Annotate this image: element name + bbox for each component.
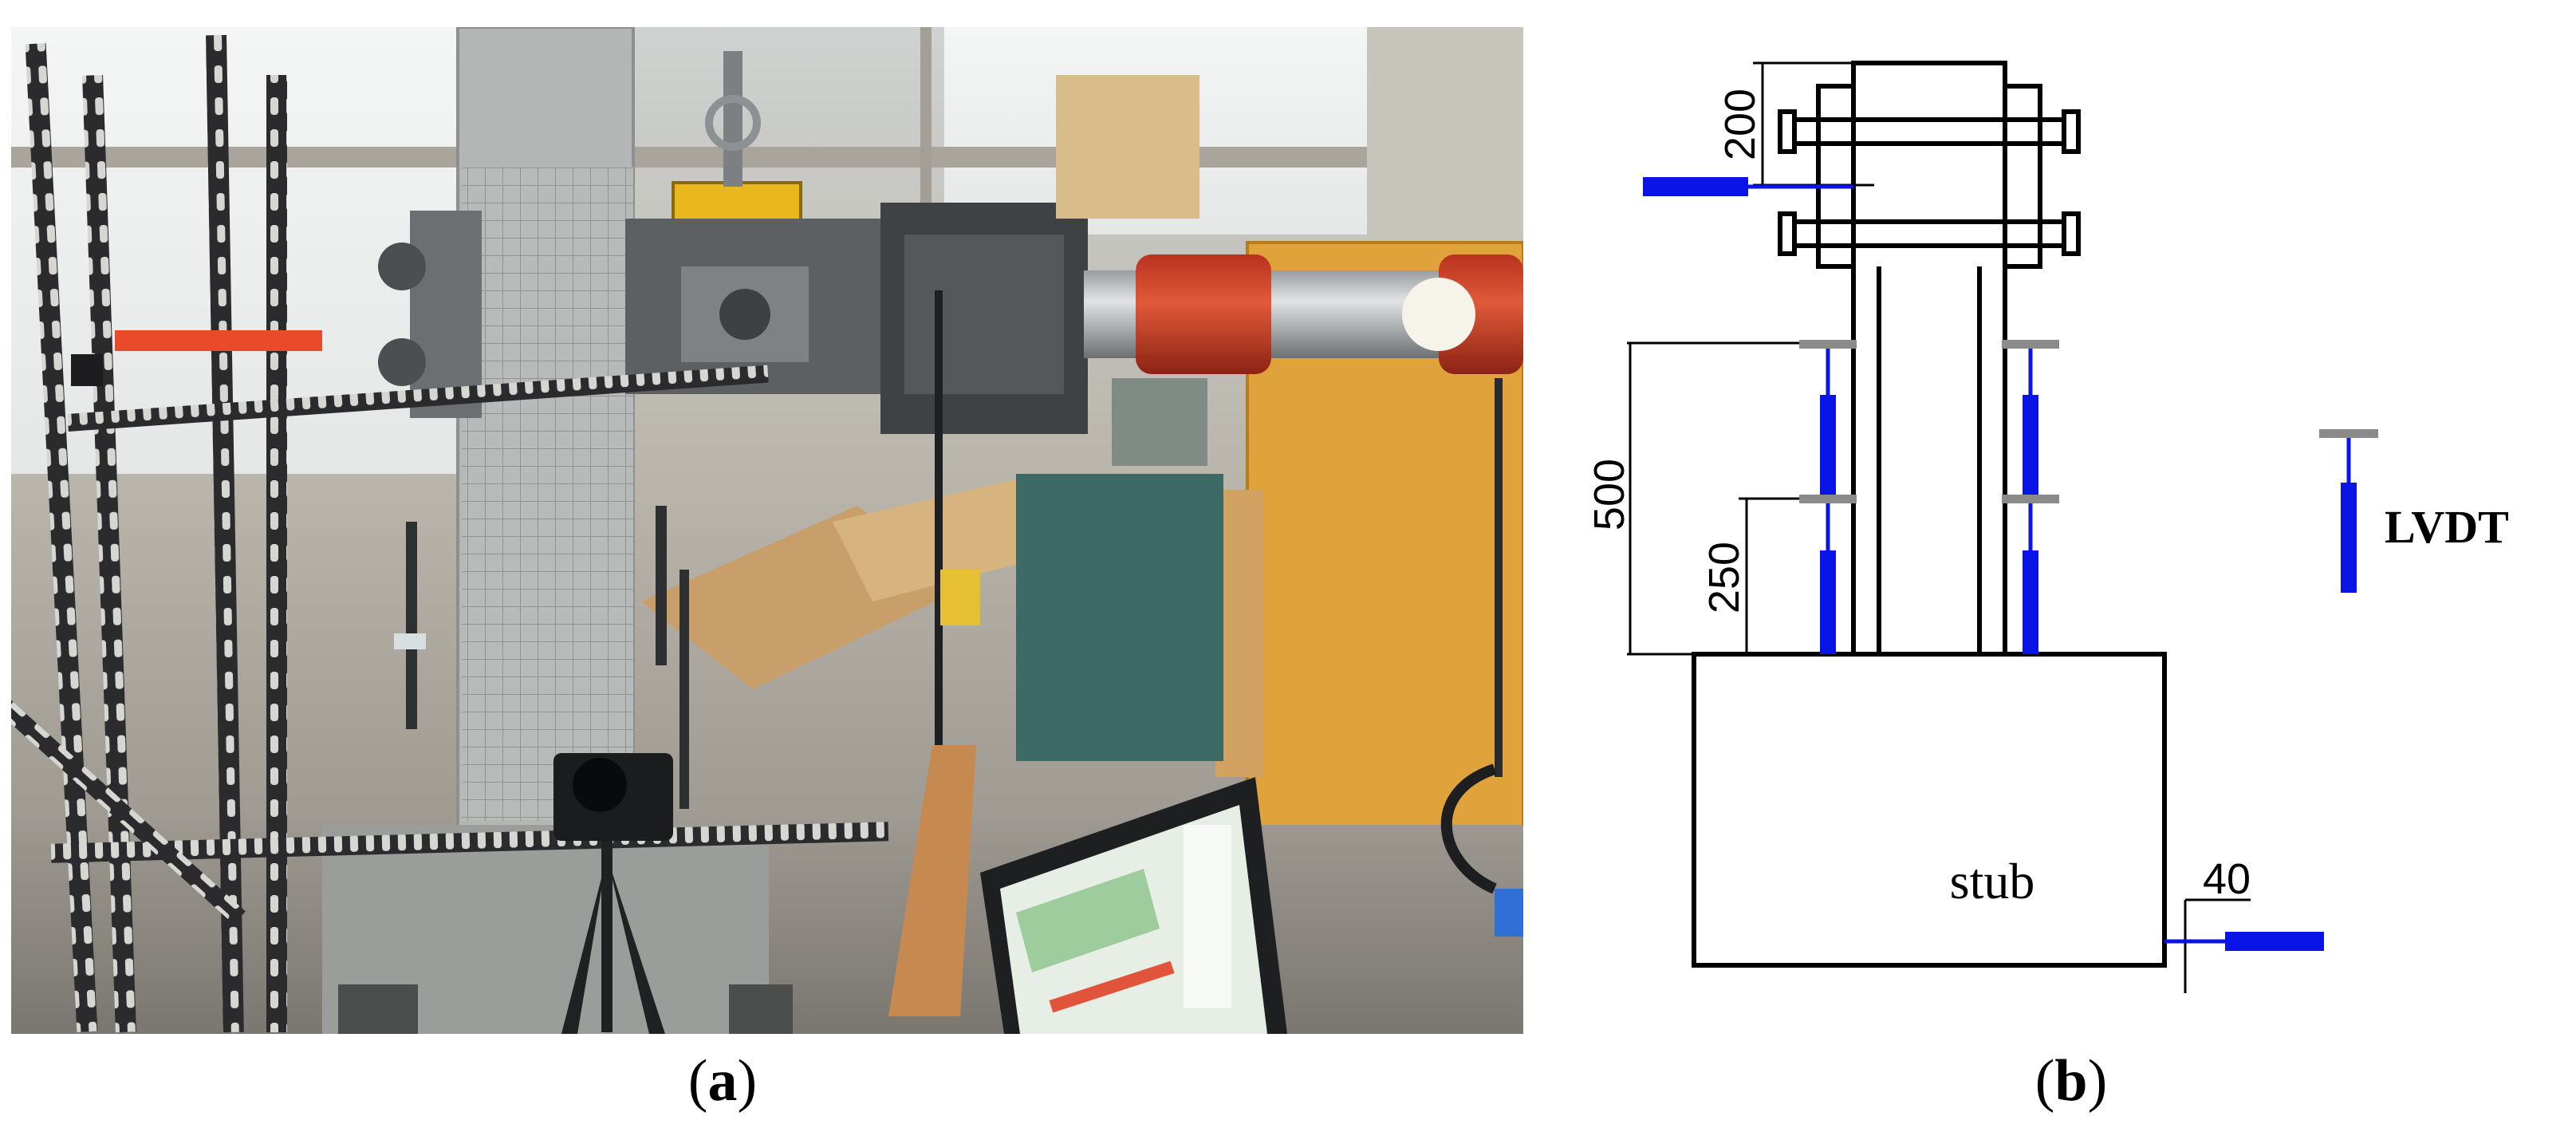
caption-a-close: ) bbox=[737, 1048, 758, 1114]
caption-a-letter: a bbox=[707, 1048, 738, 1114]
stub-label: stub bbox=[1950, 853, 2035, 909]
lvdt-right-pair bbox=[2002, 340, 2059, 654]
caption-b-open: ( bbox=[2034, 1048, 2055, 1114]
dim-40: 40 bbox=[2203, 855, 2251, 903]
dim-200: 200 bbox=[1716, 89, 1764, 160]
lvdt-legend: LVDT bbox=[2319, 429, 2509, 593]
dim-500: 500 bbox=[1585, 459, 1633, 531]
stub-block bbox=[1692, 652, 2167, 968]
lvdt-top-body bbox=[1643, 177, 1748, 196]
caption-a: (a) bbox=[643, 1051, 802, 1110]
caption-b-close: ) bbox=[2087, 1048, 2108, 1114]
legend-lvdt-label: LVDT bbox=[2385, 501, 2509, 553]
caption-b: (b) bbox=[1991, 1051, 2151, 1110]
caption-b-letter: b bbox=[2054, 1048, 2088, 1114]
caption-a-open: ( bbox=[687, 1048, 708, 1114]
dim-250: 250 bbox=[1700, 542, 1748, 613]
column-head bbox=[1851, 61, 2007, 657]
test-setup-photo bbox=[0, 26, 1525, 1034]
lvdt-stub-body bbox=[2225, 932, 2324, 951]
lvdt-layout-diagram: 200 500 250 st bbox=[1539, 0, 2576, 1061]
lvdt-left-pair bbox=[1799, 340, 1857, 654]
